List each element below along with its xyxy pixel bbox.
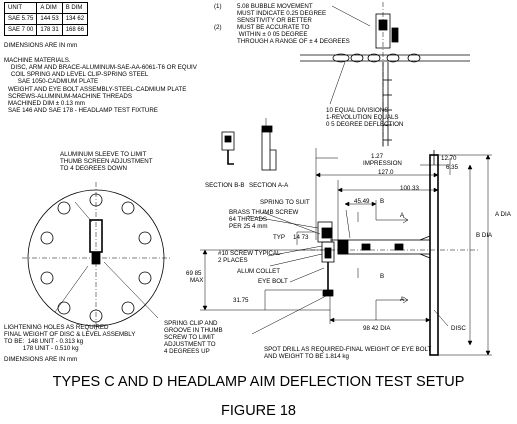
dim-45-49: 45.49 — [354, 198, 370, 205]
dimension-lines — [200, 148, 492, 356]
leader-line — [329, 61, 346, 105]
dim-14-73: 14 73 — [293, 234, 309, 241]
side-view-assembly — [300, 150, 480, 356]
divisions-note: 10 EQUAL DIVISIONS 1-REVOLUTION EQUALS 0… — [326, 107, 404, 128]
spot-drill-note: SPOT DRILL AS REQUIRED-FINAL WEIGHT OF E… — [264, 346, 432, 360]
a-dia-callout: A DIA — [495, 211, 511, 218]
b-dia-callout: B DIA — [476, 232, 493, 239]
label-a-bottom: A — [400, 296, 405, 303]
table-row: SAE 7 00 178 31 168 66 — [3, 24, 89, 36]
dim-69-85: 69 85 — [186, 270, 202, 277]
section-bb-detail — [221, 131, 235, 165]
spring-clip-note: SPRING CLIP AND GROOVE IN THUMB SCREW TO… — [164, 320, 223, 355]
figure-title: TYPES C AND D HEADLAMP AIM DEFLECTION TE… — [52, 374, 465, 390]
eye-bolt-callout: EYE BOLT — [258, 278, 288, 285]
arm — [337, 239, 431, 255]
leader-line — [103, 261, 159, 319]
table-header-row: UNIT A DIM B DIM — [3, 2, 89, 14]
label-a-top: A — [400, 212, 405, 219]
dimensions-note-top: DIMENSIONS ARE IN mm — [4, 42, 78, 49]
section-bb-label: SECTION B-B — [205, 182, 245, 189]
alum-collet-callout: ALUM COLLET — [237, 268, 280, 275]
section-arm — [261, 129, 271, 171]
lightening-hole — [138, 231, 152, 245]
weight-note: WEIGHT AND EYE BOLT ASSEMBLY-STEEL-CADMI… — [8, 86, 187, 114]
impression-label: IMPRESSION — [363, 160, 402, 167]
table-cell: SAE 7 00 — [3, 24, 38, 36]
table-cell: 168 66 — [61, 24, 89, 36]
section-aa-label: SECTION A-A — [249, 182, 289, 189]
figure-number: FIGURE 18 — [221, 403, 296, 419]
dim-1-27: 1.27 — [371, 153, 384, 160]
dim-100-33: 100 33 — [400, 185, 419, 192]
accuracy-note: MUST BE ACCURATE TO WITHIN ± 0 05 DEGREE… — [237, 24, 350, 45]
hub-center — [92, 254, 100, 262]
sleeve-note: ALUMINUM SLEEVE TO LIMIT THUMB SCREEN AD… — [60, 151, 153, 172]
label-b-bottom: B — [380, 273, 384, 280]
lightening-hole — [40, 271, 54, 285]
dim-6-35: 6.35 — [446, 164, 459, 171]
lightening-hole — [89, 193, 103, 207]
brass-screw-callout: BRASS THUMB SCREW 64 THREADS PER 25 4 mm — [229, 209, 299, 230]
lightening-hole — [57, 301, 71, 315]
lightening-note: LIGHTENING HOLES AS REQUIRED FINAL WEIGH… — [4, 324, 136, 352]
lightening-hole — [121, 301, 135, 315]
machine-materials-note: MACHINE MATERIALS. DISC, ARM AND BRACE-A… — [4, 57, 197, 85]
section-aa-detail — [261, 118, 277, 171]
typ-label: TYP — [273, 234, 286, 241]
bubble-note: 5.08 BUBBLE MOVEMENT MUST INDICATE 0.25 … — [237, 3, 327, 24]
dim-12-70: 12.70 — [441, 155, 457, 162]
label-b-top: B — [380, 198, 384, 205]
dim-127-0: 127.0 — [378, 169, 394, 176]
accuracy-note-number: (2) — [214, 24, 222, 31]
disc-callout: DISC — [451, 325, 466, 332]
leader-line — [74, 201, 93, 223]
level-assembly — [300, 2, 470, 148]
dim-98-42: 98 42 DIA — [363, 325, 391, 332]
dim-max: MAX — [190, 277, 204, 284]
disc-edge — [429, 154, 439, 356]
table-cell: 178 31 — [36, 24, 63, 36]
disc-front-view — [22, 182, 170, 332]
lightening-hole — [89, 309, 103, 323]
section-core — [224, 135, 232, 143]
lightening-hole — [40, 231, 54, 245]
size-table: UNIT A DIM B DIM SAE 5.75 144 53 134 62 … — [3, 2, 89, 36]
lightening-hole — [121, 201, 135, 215]
leader-line — [54, 265, 89, 313]
lightening-hole — [138, 271, 152, 285]
section-clip — [227, 150, 234, 165]
screw-typical-callout: #10 SCREW TYPICAL- 2 PLACES — [218, 250, 283, 264]
dim-31-75: 31.75 — [233, 297, 249, 304]
bubble-note-number: (1) — [214, 3, 222, 10]
level-block — [375, 13, 391, 49]
spring-callout: SPRING TO SUIT — [260, 199, 310, 206]
dimensions-note-bottom: DIMENSIONS ARE IN mm — [4, 356, 78, 363]
lightening-hole — [57, 201, 71, 215]
section-bracket — [270, 149, 277, 171]
